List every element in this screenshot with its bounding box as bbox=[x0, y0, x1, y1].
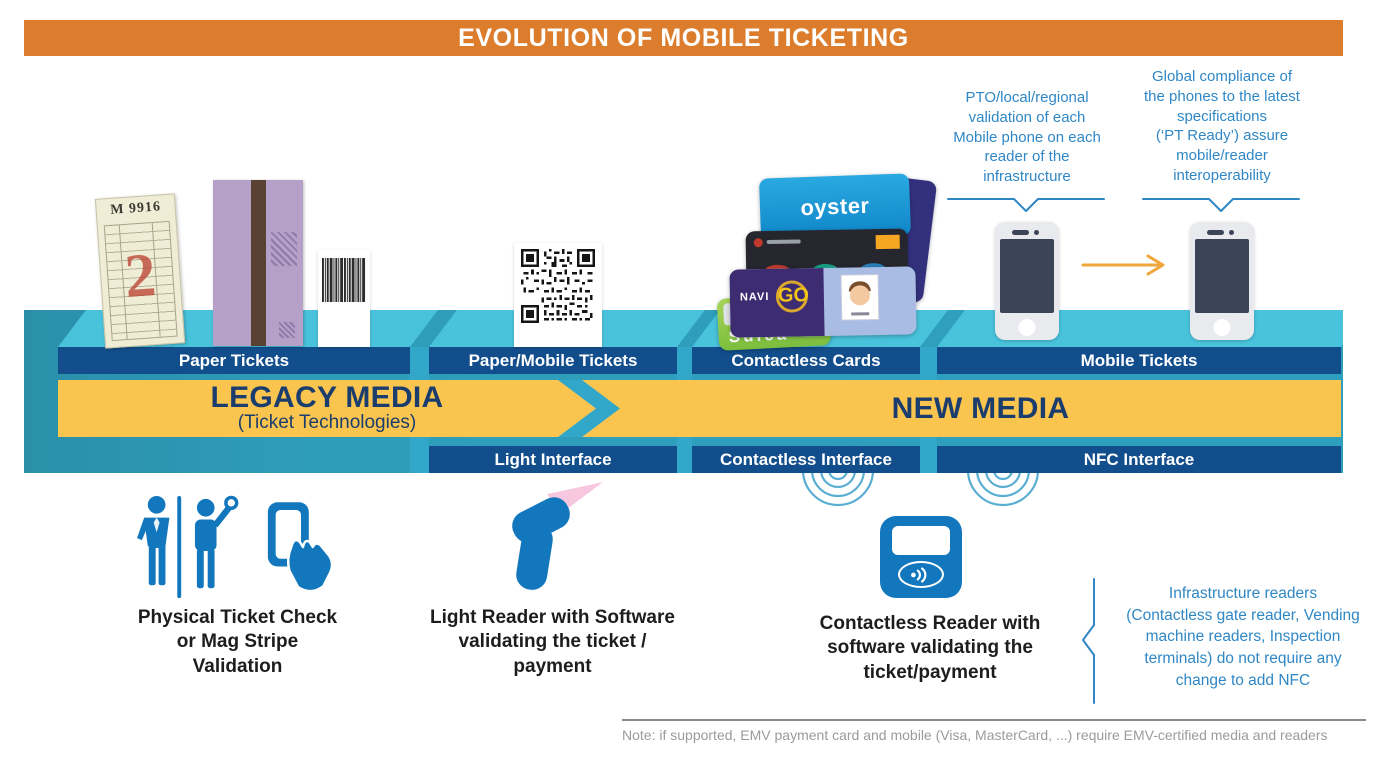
media-label: Mobile Tickets bbox=[1080, 350, 1198, 370]
phone-speaker bbox=[1207, 230, 1224, 235]
phone-screen bbox=[1000, 239, 1054, 313]
media-bar-mobile-tickets: Mobile Tickets bbox=[937, 347, 1341, 374]
page-title: EVOLUTION OF MOBILE TICKETING bbox=[458, 23, 909, 52]
caption-light-reader: Light Reader with Software validating th… bbox=[430, 607, 675, 677]
barcode-image bbox=[318, 250, 370, 347]
navigo-go-label: GO bbox=[777, 284, 810, 307]
interface-bar-nfc: NFC Interface bbox=[937, 446, 1341, 473]
smartphone-image bbox=[995, 222, 1059, 340]
magnetic-stripe bbox=[251, 180, 266, 346]
contactless-reader-icon bbox=[880, 516, 962, 598]
photo-name-line bbox=[851, 312, 870, 316]
radio-waves-icon bbox=[967, 473, 1039, 507]
hand-swiping-card-icon bbox=[267, 502, 334, 593]
evolution-band: Paper Tickets Paper/Mobile Tickets Conta… bbox=[24, 310, 1343, 473]
media-bar-contactless-cards: Contactless Cards bbox=[692, 347, 920, 374]
left-brace-icon bbox=[1082, 578, 1095, 704]
caption-contactless-reader: Contactless Reader with software validat… bbox=[819, 613, 1041, 683]
smartphone-image bbox=[1190, 222, 1254, 340]
annotation-infrastructure-readers: Infrastructure readers (Contactless gate… bbox=[1126, 585, 1360, 689]
interface-label: NFC Interface bbox=[1083, 449, 1195, 469]
contactless-card-stack: oyster Suica NAVI GO bbox=[716, 170, 938, 351]
navigo-navi-label: NAVI bbox=[739, 290, 770, 304]
reader-contactless-symbol bbox=[898, 561, 944, 588]
footer-note: Note: if supported, EMV payment card and… bbox=[622, 727, 1328, 743]
new-media-title: NEW MEDIA bbox=[891, 391, 1070, 425]
note-divider bbox=[622, 719, 1366, 721]
header-banner: EVOLUTION OF MOBILE TICKETING bbox=[24, 20, 1343, 56]
ticket-inspectors-icon bbox=[137, 495, 239, 599]
phone-camera bbox=[1229, 230, 1234, 235]
card-logo-dot bbox=[753, 238, 763, 248]
paper-ticket-digit: 2 bbox=[122, 240, 159, 311]
interface-label: Light Interface bbox=[494, 449, 612, 469]
phone-home-button bbox=[1213, 319, 1231, 336]
annotation-pto-validation: PTO/local/regional validation of each Mo… bbox=[953, 89, 1101, 186]
phone-screen bbox=[1195, 239, 1249, 313]
ticket-hatch-pattern bbox=[279, 322, 295, 338]
media-label: Contactless Cards bbox=[731, 350, 881, 370]
paper-ticket-image: M 9916 2 bbox=[94, 193, 186, 349]
legacy-media-title: LEGACY MEDIA bbox=[210, 381, 444, 415]
ticket-hatch-pattern bbox=[271, 232, 297, 266]
caption-physical-check: Physical Ticket Check or Mag Stripe Vali… bbox=[137, 607, 338, 677]
barcode-scanner-icon bbox=[495, 478, 615, 593]
arrow-right-icon bbox=[1081, 254, 1165, 276]
card-logo-line bbox=[766, 239, 801, 245]
interface-bar-contactless: Contactless Interface bbox=[692, 446, 920, 473]
media-label: Paper Tickets bbox=[178, 350, 290, 370]
navigo-purple-panel: NAVI GO bbox=[729, 267, 825, 338]
reader-screen bbox=[892, 526, 950, 555]
media-bar-paper-tickets: Paper Tickets bbox=[58, 347, 410, 374]
interface-label: Contactless Interface bbox=[720, 449, 892, 469]
phone-camera bbox=[1034, 230, 1039, 235]
era-band: LEGACY MEDIA (Ticket Technologies) NEW M… bbox=[58, 380, 1341, 437]
underbrace-icon bbox=[947, 198, 1105, 212]
navigo-card-image: NAVI GO bbox=[729, 266, 917, 338]
legacy-media-subtitle: (Ticket Technologies) bbox=[237, 412, 417, 434]
qr-code-image bbox=[514, 243, 602, 347]
annotation-global-compliance: Global compliance of the phones to the l… bbox=[1144, 68, 1300, 184]
interface-bar-light: Light Interface bbox=[429, 446, 677, 473]
oyster-card-label: oyster bbox=[800, 192, 870, 221]
legacy-media-block: LEGACY MEDIA (Ticket Technologies) bbox=[58, 380, 596, 437]
paper-ticket-number: M 9916 bbox=[109, 199, 162, 218]
qr-code-icon bbox=[521, 249, 595, 323]
radio-waves-icon bbox=[802, 473, 874, 507]
new-media-block: NEW MEDIA bbox=[620, 380, 1341, 437]
magstripe-ticket-image bbox=[213, 180, 303, 346]
barcode-icon bbox=[322, 258, 366, 302]
navigo-photo bbox=[841, 275, 879, 320]
underbrace-icon bbox=[1142, 198, 1300, 212]
media-bar-paper-mobile-tickets: Paper/Mobile Tickets bbox=[429, 347, 677, 374]
contactless-waves-icon bbox=[911, 566, 927, 583]
media-label: Paper/Mobile Tickets bbox=[468, 350, 638, 370]
photo-face bbox=[849, 285, 871, 306]
card-orange-patch bbox=[875, 234, 900, 250]
phone-speaker bbox=[1012, 230, 1029, 235]
phone-home-button bbox=[1018, 319, 1036, 336]
